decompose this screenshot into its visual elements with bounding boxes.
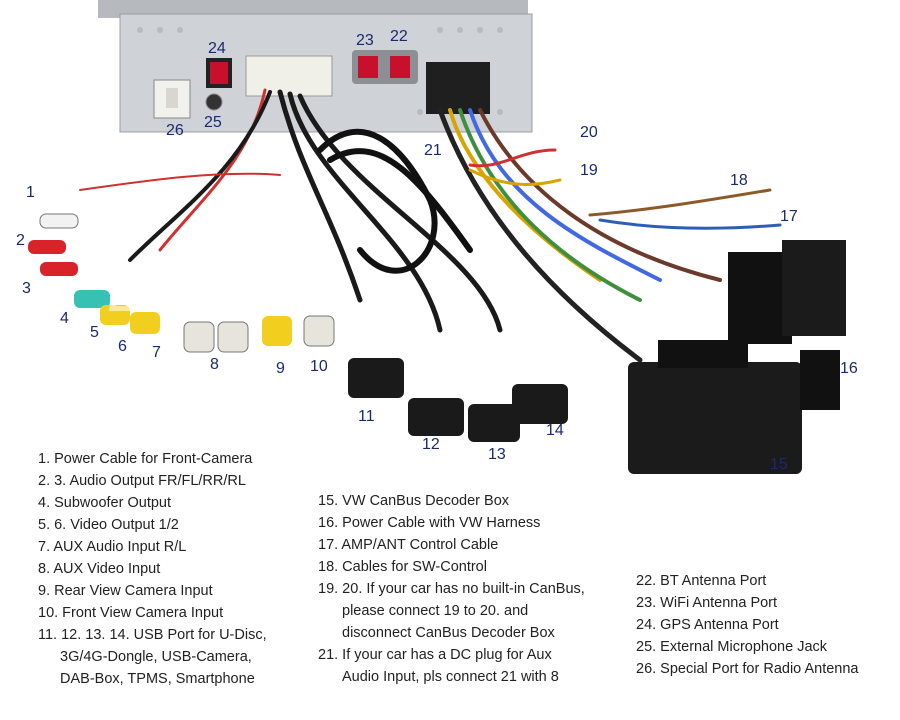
callout-18: 18: [730, 172, 748, 189]
legend-item: 18. Cables for SW-Control: [318, 559, 487, 575]
callout-19: 19: [580, 162, 598, 179]
callout-20: 20: [580, 124, 598, 141]
callout-3: 3: [22, 280, 31, 297]
legend-item: 23. WiFi Antenna Port: [636, 595, 778, 611]
legend-item: 1. Power Cable for Front-Camera: [38, 451, 253, 467]
callout-7: 7: [152, 344, 161, 361]
legend-item: 25. External Microphone Jack: [636, 639, 828, 655]
legend-item: 16. Power Cable with VW Harness: [318, 515, 541, 531]
legend-middle: 15. VW CanBus Decoder Box 16. Power Cabl…: [318, 490, 585, 688]
callout-26: 26: [166, 122, 184, 139]
legend-item: 10. Front View Camera Input: [38, 605, 224, 621]
microphone-jack: [205, 93, 223, 111]
callout-23: 23: [356, 32, 374, 49]
legend-item: 7. AUX Audio Input R/L: [38, 539, 187, 555]
legend-item: please connect 19 to 20. and: [342, 603, 529, 619]
legend-item: 15. VW CanBus Decoder Box: [318, 493, 510, 509]
legend-item: 19. 20. If your car has no built-in CanB…: [318, 581, 585, 597]
canbus-decoder-box: [628, 340, 802, 474]
callout-11: 11: [358, 408, 375, 425]
callout-17: 17: [780, 208, 798, 225]
callout-16: 16: [840, 360, 858, 377]
callout-10: 10: [310, 358, 328, 375]
gps-antenna-connector: [206, 58, 232, 88]
legend-item: 22. BT Antenna Port: [636, 573, 767, 589]
wifi-bt-antenna-connectors: [352, 50, 418, 84]
legend-item: disconnect CanBus Decoder Box: [342, 625, 555, 641]
usb-ports: [348, 358, 568, 442]
legend-item: 17. AMP/ANT Control Cable: [318, 537, 499, 553]
callout-22: 22: [390, 28, 408, 45]
legend-item: 2. 3. Audio Output FR/FL/RR/RL: [38, 473, 246, 489]
callout-1: 1: [26, 184, 35, 201]
vw-power-harness: [728, 240, 846, 410]
legend-item: 24. GPS Antenna Port: [636, 617, 779, 633]
callout-12: 12: [422, 436, 440, 453]
legend-item: Audio Input, pls connect 21 with 8: [342, 669, 559, 685]
callout-13: 13: [488, 446, 506, 463]
legend-item: 21. If your car has a DC plug for Aux: [318, 647, 552, 663]
legend-item: 11. 12. 13. 14. USB Port for U-Disc,: [38, 627, 267, 643]
callout-14: 14: [546, 422, 564, 439]
legend-right: 22. BT Antenna Port 23. WiFi Antenna Por…: [636, 570, 858, 680]
callout-5: 5: [90, 324, 99, 341]
iso-connector: [426, 62, 490, 114]
legend-item: 9. Rear View Camera Input: [38, 583, 213, 599]
callout-15: 15: [770, 456, 788, 473]
callout-2: 2: [16, 232, 25, 249]
callout-21: 21: [424, 142, 442, 159]
legend-item: 4. Subwoofer Output: [38, 495, 171, 511]
legend-item: 8. AUX Video Input: [38, 561, 161, 577]
legend-item: 3G/4G-Dongle, USB-Camera,: [60, 649, 252, 665]
legend-left: 1. Power Cable for Front-Camera 2. 3. Au…: [38, 448, 267, 690]
callout-25: 25: [204, 114, 222, 131]
callout-24: 24: [208, 40, 226, 57]
rca-group-left: [28, 213, 335, 353]
main-multi-connector: [245, 55, 333, 97]
legend-item: 26. Special Port for Radio Antenna: [636, 661, 859, 677]
brand-watermark: ERISIN: [108, 272, 279, 321]
callout-8: 8: [210, 356, 219, 373]
callout-4: 4: [60, 310, 69, 327]
legend-item: 5. 6. Video Output 1/2: [38, 517, 179, 533]
legend-item: DAB-Box, TPMS, Smartphone: [60, 671, 255, 687]
cable-bundle: [79, 88, 782, 363]
radio-antenna-port: [153, 79, 191, 119]
callout-6: 6: [118, 338, 127, 355]
callout-9: 9: [276, 360, 285, 377]
